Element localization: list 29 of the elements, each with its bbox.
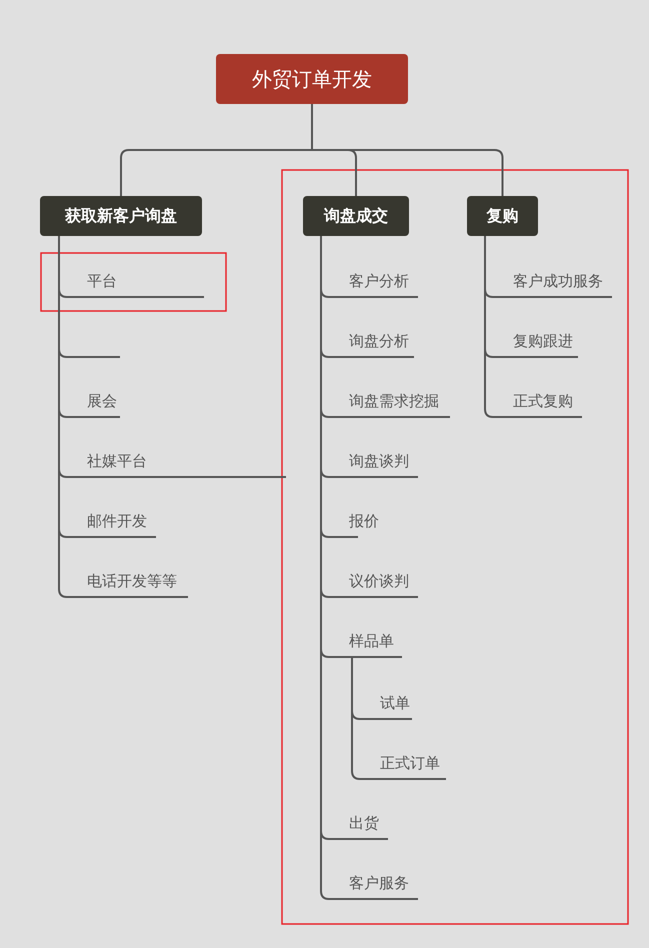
topic-label: 客户分析 xyxy=(349,272,409,291)
topic-label: 询盘谈判 xyxy=(349,452,409,471)
topic-label: 试单 xyxy=(380,694,410,713)
topic-box xyxy=(303,196,409,236)
topic-label: 邮件开发 xyxy=(87,512,147,531)
topic-label: 平台 xyxy=(87,272,117,291)
topic-label: 展会 xyxy=(87,392,117,411)
topic-label: 复购跟进 xyxy=(513,332,573,351)
connector-line xyxy=(311,104,504,196)
topic-label: 外贸订单开发 xyxy=(252,66,372,92)
topic-label: 样品单 xyxy=(349,632,394,651)
topic-box xyxy=(467,196,538,236)
topic-label: 正式复购 xyxy=(513,392,573,411)
connector-line xyxy=(58,236,68,598)
topic-box xyxy=(40,196,202,236)
topic-label: 获取新客户询盘 xyxy=(65,206,177,226)
topic-label: 社媒平台 xyxy=(87,452,147,471)
topic-label: 询盘分析 xyxy=(349,332,409,351)
topic-label: 电话开发等等 xyxy=(87,572,177,591)
topic-label: 正式订单 xyxy=(380,754,440,773)
topic-label: 议价谈判 xyxy=(349,572,409,591)
topic-label: 询盘需求挖掘 xyxy=(349,392,439,411)
topic-label: 客户服务 xyxy=(349,874,409,893)
topic-label: 客户成功服务 xyxy=(513,272,603,291)
topic-label: 询盘成交 xyxy=(324,206,388,226)
root-topic-box xyxy=(216,54,408,104)
topic-label: 复购 xyxy=(486,206,518,226)
topic-label: 报价 xyxy=(349,512,379,531)
topic-label: 出货 xyxy=(349,814,379,833)
